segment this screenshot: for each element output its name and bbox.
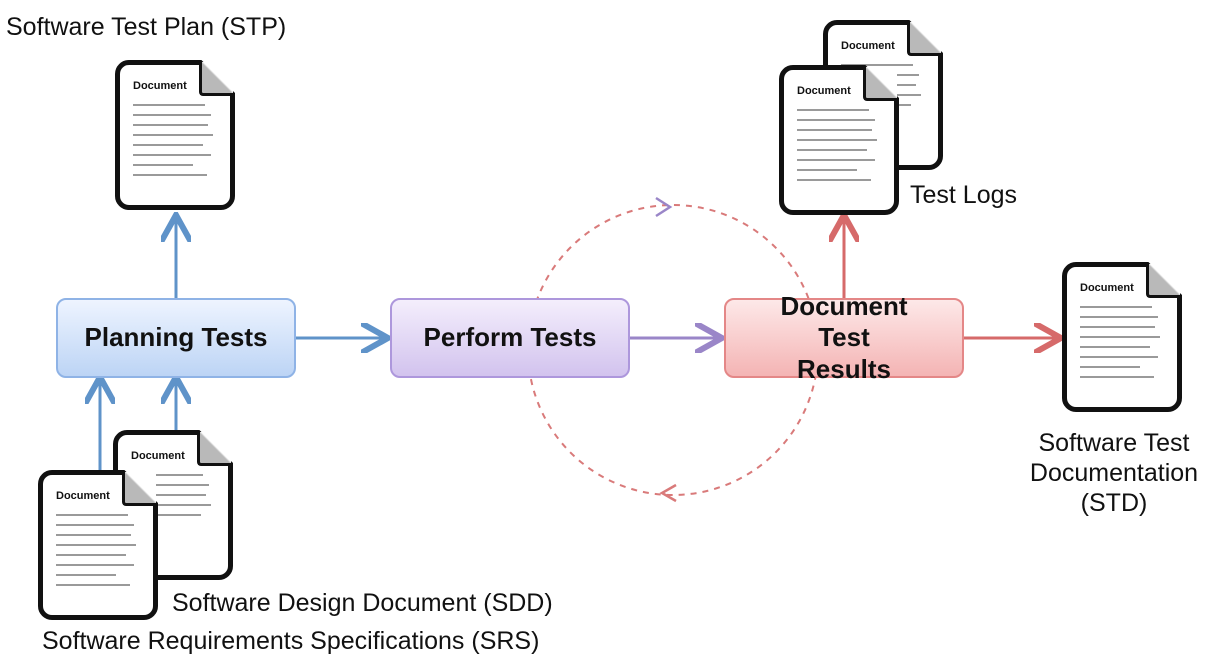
srs-document-icon: Document [38, 470, 158, 620]
std-document-icon: Document [1062, 262, 1182, 412]
document-test-results-box: Document Test Results [724, 291, 964, 384]
perform-tests-label: Perform Tests [423, 322, 597, 353]
document-title: Document [131, 450, 185, 462]
stp-document-icon: Document [115, 60, 235, 210]
test-logs-document-icon-front: Document [779, 65, 899, 215]
planning-tests-box: Planning Tests [56, 298, 296, 378]
sdd-label: Software Design Document (SDD) [172, 589, 553, 617]
stp-label: Software Test Plan (STP) [6, 13, 287, 41]
cycle-arrowhead-bottom [659, 483, 677, 503]
cycle-arrowhead-top [655, 196, 673, 218]
document-title: Document [797, 85, 851, 97]
document-title: Document [133, 80, 187, 92]
std-label: Software Test Documentation (STD) [1029, 429, 1199, 517]
document-title: Document [56, 490, 110, 502]
planning-tests-label: Planning Tests [84, 322, 268, 353]
document-test-results-label: Document Test Results [780, 291, 908, 384]
srs-label: Software Requirements Specifications (SR… [42, 627, 540, 655]
test-logs-label: Test Logs [910, 181, 1018, 209]
document-title: Document [841, 40, 895, 52]
document-title: Document [1080, 282, 1134, 294]
perform-tests-box: Perform Tests [390, 298, 630, 378]
